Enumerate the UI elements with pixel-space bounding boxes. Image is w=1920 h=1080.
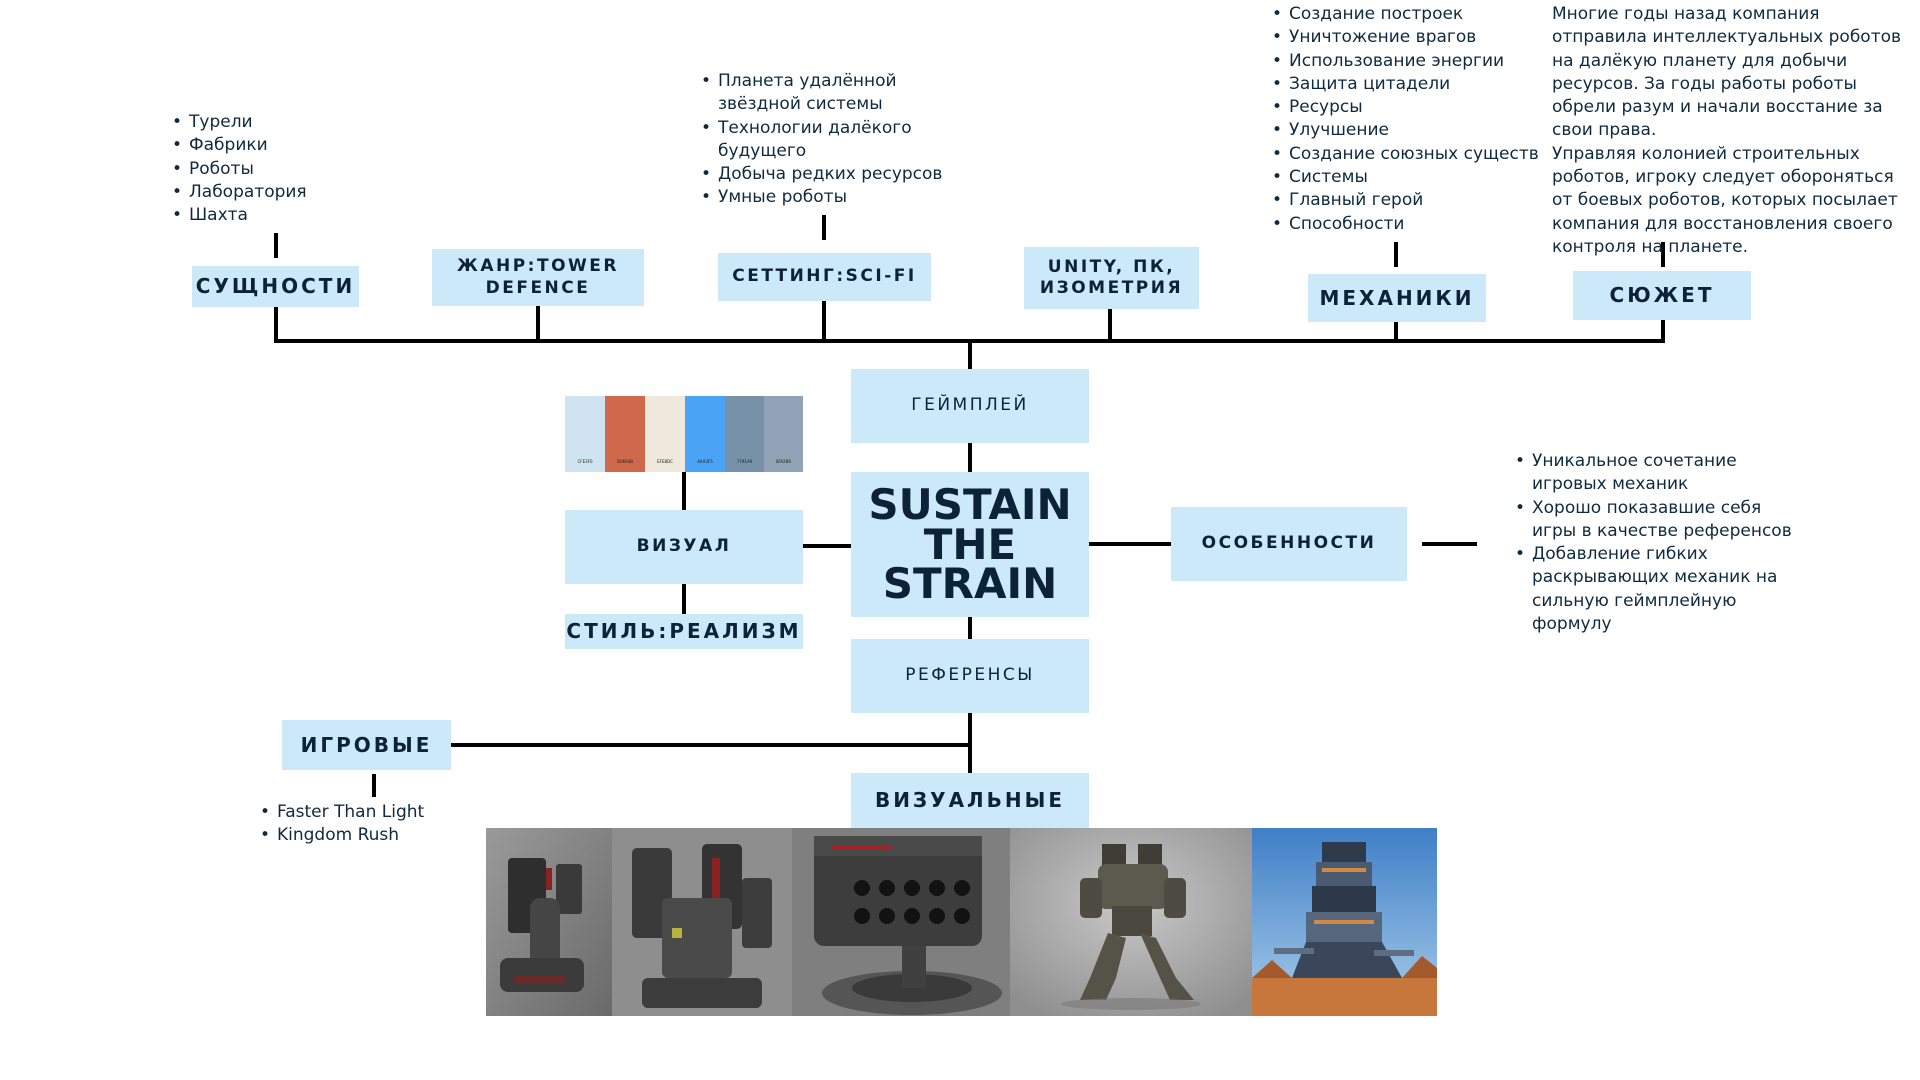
visual-refs-box: ВИЗУАЛЬНЫЕ xyxy=(851,773,1089,828)
turret-image xyxy=(486,828,612,1016)
connector-plot-down xyxy=(1661,320,1665,341)
setting-box: СЕТТИНГ:SCI-FI xyxy=(718,253,931,301)
turret-image xyxy=(612,828,792,1016)
mechanics-list: Создание построек Уничтожение врагов Исп… xyxy=(1269,3,1559,236)
palette-code: 8FA2B6 xyxy=(775,459,792,464)
project-title-line-1: SUSTAIN xyxy=(868,479,1072,529)
palette-code: D0694B xyxy=(616,459,633,464)
palette-code: 4AA3F5 xyxy=(697,459,713,464)
palette-swatch: CFE3F0 xyxy=(565,396,605,472)
plot-box: СЮЖЕТ xyxy=(1573,271,1751,320)
connector-game-refs-down xyxy=(372,774,376,797)
connector-gameplay-to-core xyxy=(968,443,972,473)
sci-fi-tower-image xyxy=(1252,828,1437,1016)
features-list: Уникальное сочетание игровых механик Хор… xyxy=(1512,450,1802,636)
list-item: Защита цитадели xyxy=(1272,73,1559,97)
list-item: Способности xyxy=(1272,213,1559,237)
visual-refs-strip xyxy=(486,828,1437,1016)
project-title-line-2: THE xyxy=(923,519,1017,569)
list-item: Создание построек xyxy=(1272,3,1559,27)
palette-swatch: 7791A9 xyxy=(725,396,764,472)
setting-list: Планета удалённой звёздной системы Техно… xyxy=(698,70,968,210)
connector-palette-to-visual xyxy=(682,472,686,510)
list-item: Технологии далёкого будущего xyxy=(701,117,968,164)
gameplay-box: ГЕЙМПЛЕЙ xyxy=(851,369,1089,443)
connector-setting-up xyxy=(822,215,826,240)
visual-box: ВИЗУАЛ xyxy=(565,510,803,584)
rocket-launcher-image xyxy=(792,828,1010,1016)
list-item: Уникальное сочетание игровых механик xyxy=(1515,450,1802,497)
list-item: Системы xyxy=(1272,166,1559,190)
plot-paragraph-1: Многие годы назад компания отправила инт… xyxy=(1552,4,1902,141)
palette-code: 7791A9 xyxy=(736,459,753,464)
list-item: Роботы xyxy=(172,158,409,182)
list-item: Faster Than Light xyxy=(260,801,497,825)
game-refs-box: ИГРОВЫЕ xyxy=(282,720,451,770)
palette-swatch: 8FA2B6 xyxy=(764,396,803,472)
connector-mechanics-up xyxy=(1394,242,1398,267)
connector-entities-up xyxy=(274,233,278,258)
list-item: Добыча редких ресурсов xyxy=(701,163,968,187)
references-box: РЕФЕРЕНСЫ xyxy=(851,639,1089,713)
entities-list: Турели Фабрики Роботы Лаборатория Шахта xyxy=(169,111,409,228)
list-item: Лаборатория xyxy=(172,181,409,205)
plot-paragraph-2: Управляя колонией строительных роботов, … xyxy=(1552,143,1898,257)
connector-bus-to-gameplay xyxy=(968,341,972,371)
connector-core-to-features xyxy=(1089,542,1171,546)
features-box: ОСОБЕННОСТИ xyxy=(1171,507,1407,581)
connector-setting-down xyxy=(822,299,826,341)
list-item: Использование энергии xyxy=(1272,50,1559,74)
project-title-line-3: STRAIN xyxy=(882,559,1058,609)
connector-visual-to-core xyxy=(803,544,852,548)
connector-entities-down xyxy=(274,303,278,341)
entities-box: СУЩНОСТИ xyxy=(192,266,359,307)
list-item: Хорошо показавшие себя игры в качестве р… xyxy=(1515,497,1802,544)
mechanics-box: МЕХАНИКИ xyxy=(1308,274,1486,322)
list-item: Уничтожение врагов xyxy=(1272,26,1559,50)
list-item: Планета удалённой звёздной системы xyxy=(701,70,968,117)
list-item: Турели xyxy=(172,111,409,135)
connector-features-tail xyxy=(1422,542,1477,546)
palette-code: CFE3F0 xyxy=(577,459,593,464)
list-item: Kingdom Rush xyxy=(260,824,497,848)
project-title-box: SUSTAIN THE STRAIN xyxy=(851,472,1089,617)
style-box: СТИЛЬ:РЕАЛИЗМ xyxy=(565,614,803,649)
connector-core-to-references xyxy=(968,617,972,639)
connector-platform-down xyxy=(1108,308,1112,341)
connector-plot-up xyxy=(1661,242,1665,267)
palette-swatch: D0694B xyxy=(605,396,645,472)
list-item: Шахта xyxy=(172,204,409,228)
list-item: Улучшение xyxy=(1272,119,1559,143)
platform-box: UNITY, ПК, ИЗОМЕТРИЯ xyxy=(1024,247,1199,309)
palette-code: EFE8DC xyxy=(657,459,673,464)
genre-box: ЖАНР:TOWER DEFENCE xyxy=(432,249,644,306)
mech-robot-image xyxy=(1010,828,1252,1016)
connector-visual-to-style xyxy=(682,584,686,614)
list-item: Фабрики xyxy=(172,134,409,158)
color-palette: CFE3F0 D0694B EFE8DC 4AA3F5 7791A9 8FA2B… xyxy=(565,396,803,472)
palette-swatch: EFE8DC xyxy=(645,396,685,472)
connector-mechanics-down xyxy=(1394,322,1398,341)
game-refs-list: Faster Than Light Kingdom Rush xyxy=(257,801,497,848)
list-item: Главный герой xyxy=(1272,189,1559,213)
list-item: Умные роботы xyxy=(701,186,968,210)
connector-references-to-game xyxy=(451,743,972,747)
list-item: Ресурсы xyxy=(1272,96,1559,120)
palette-swatch: 4AA3F5 xyxy=(685,396,725,472)
connector-genre-down xyxy=(536,303,540,341)
plot-description: Многие годы назад компания отправила инт… xyxy=(1552,3,1914,259)
list-item: Добавление гибких раскрывающих механик н… xyxy=(1515,543,1802,636)
list-item: Создание союзных существ xyxy=(1272,143,1559,167)
